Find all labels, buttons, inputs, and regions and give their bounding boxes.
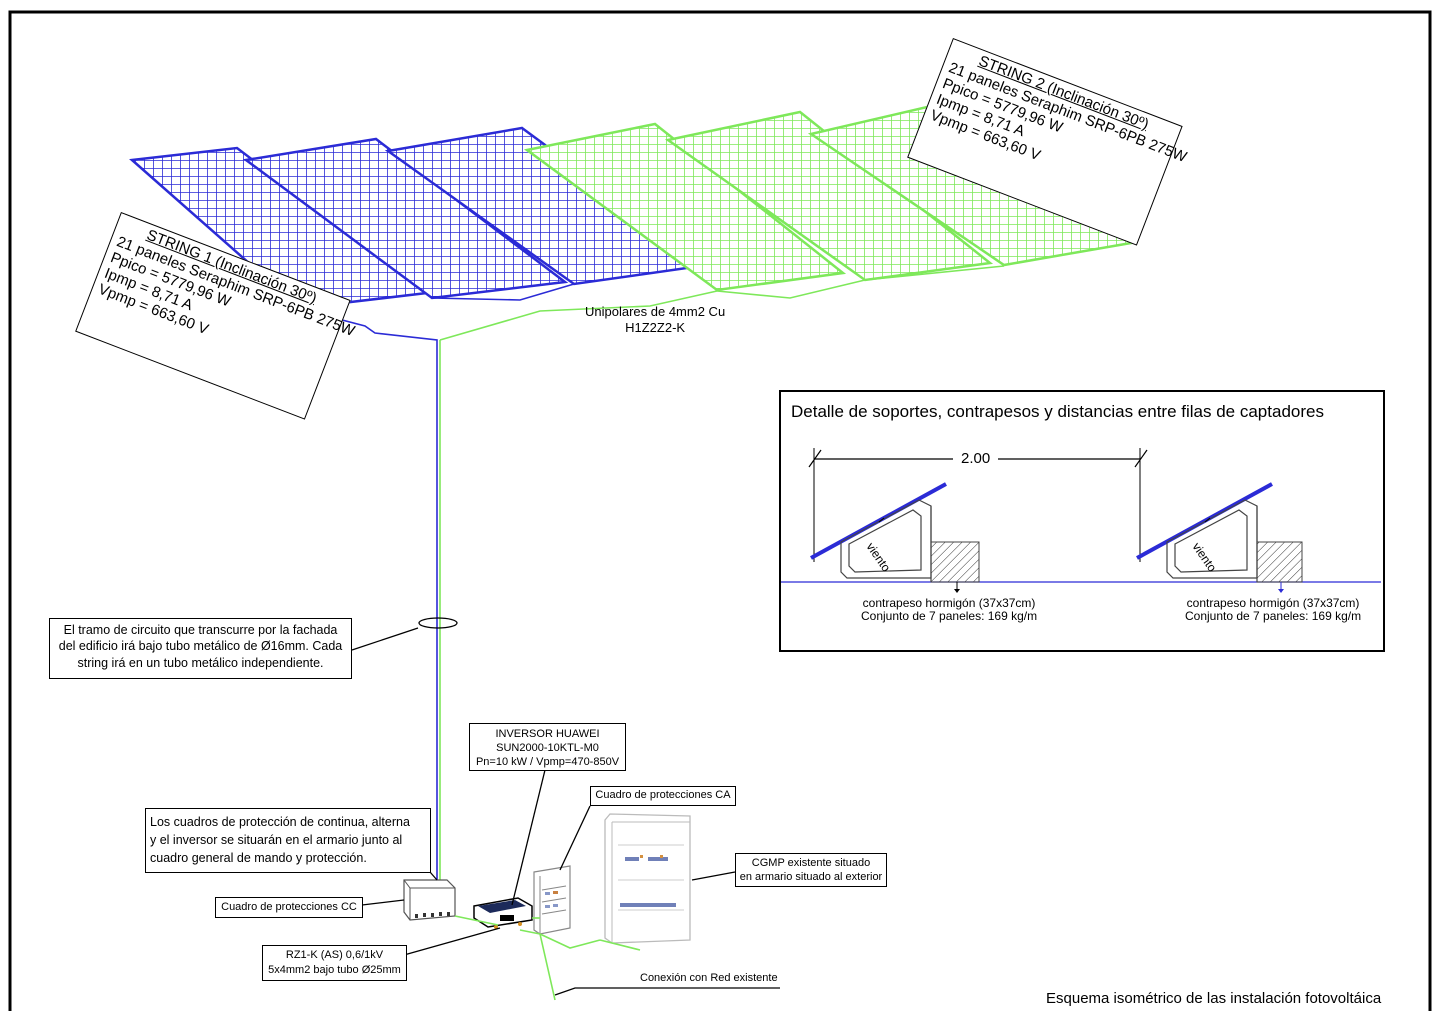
cabinet-note: Los cuadros de protección de continua, a…	[145, 808, 431, 873]
cabinet-note-leader	[429, 871, 438, 881]
facade-note-line1: El tramo de circuito que transcurre por …	[63, 623, 338, 637]
cable-label: Unipolares de 4mm2 Cu H1Z2Z2-K	[585, 304, 725, 337]
facade-note: El tramo de circuito que transcurre por …	[49, 618, 352, 679]
drawing-caption: Esquema isométrico de las instalación fo…	[1046, 990, 1382, 1007]
inverter-label: INVERSOR HUAWEI SUN2000-10KTL-M0 Pn=10 k…	[469, 723, 626, 771]
ca-label: Cuadro de protecciones CA	[590, 786, 736, 806]
detail-title: Detalle de soportes, contrapesos y dista…	[791, 402, 1324, 421]
cable-label-line2: H1Z2Z2-K	[625, 320, 686, 336]
ca-leader	[559, 805, 591, 871]
cabinet-note-line2: y el inversor se situarán en el armario …	[150, 833, 403, 847]
grid-connection-label: Conexión con Red existente	[640, 972, 778, 984]
inverter-leader	[511, 769, 546, 906]
support-detail-panel: Detalle de soportes, contrapesos y dista…	[779, 390, 1385, 652]
facade-leader	[351, 627, 419, 651]
page-border	[8, 10, 1432, 1011]
cc-label: Cuadro de protecciones CC	[215, 897, 363, 918]
rz1k-label: RZ1-K (AS) 0,6/1kV 5x4mm2 bajo tubo Ø25m…	[262, 945, 407, 981]
string2-cabling	[439, 265, 1005, 880]
inverter-graphic	[473, 897, 533, 929]
panel-row-5	[664, 110, 994, 282]
cabinet-note-line1: Los cuadros de protección de continua, a…	[150, 815, 410, 829]
inverter-label-line1: INVERSOR HUAWEI	[495, 728, 600, 740]
support-unit-1	[810, 482, 980, 593]
grid-connection-line	[554, 987, 780, 996]
cc-protection-box-graphic	[403, 879, 456, 921]
cabinet-note-line3: cuadro general de mando y protección.	[150, 851, 367, 865]
string1-cabling	[299, 283, 575, 880]
cgmp-leader	[691, 871, 736, 881]
cc-leader	[361, 899, 405, 906]
rz1k-label-line1: RZ1-K (AS) 0,6/1kV	[285, 949, 384, 961]
counterweight-label-2-line2: Conjunto de 7 paneles: 169 kg/m	[1185, 609, 1362, 623]
support-unit-2	[1136, 482, 1303, 593]
facade-note-line3: string irá en un tubo metálico independi…	[77, 655, 324, 670]
counterweight-label-1: contrapeso hormigón (37x37cm) Conjunto d…	[861, 597, 1037, 623]
inverter-label-line3: Pn=10 kW / Vpmp=470-850V	[475, 756, 620, 768]
cgmp-cabinet-graphic	[604, 813, 691, 944]
rz1k-label-line2: 5x4mm2 bajo tubo Ø25mm	[268, 964, 401, 976]
counterweight-label-1-line2: Conjunto de 7 paneles: 169 kg/m	[861, 609, 1038, 623]
cgmp-label: CGMP existente situado en armario situad…	[735, 853, 887, 887]
ca-cabinet-graphic	[533, 865, 571, 935]
ac-cabling	[454, 915, 641, 1001]
facade-tube-mark	[418, 617, 458, 629]
counterweight-label-2-line1: contrapeso hormigón (37x37cm)	[1186, 596, 1360, 610]
detail-distance-label: 2.00	[961, 450, 991, 467]
panel-row-2	[242, 137, 569, 300]
panel-row-4	[523, 122, 847, 292]
counterweight-label-2: contrapeso hormigón (37x37cm) Conjunto d…	[1185, 597, 1361, 623]
inverter-label-line2: SUN2000-10KTL-M0	[496, 742, 599, 754]
cable-label-line1: Unipolares de 4mm2 Cu	[585, 304, 726, 319]
counterweight-label-1-line1: contrapeso hormigón (37x37cm)	[862, 596, 1036, 610]
detail-drawing	[781, 448, 1381, 593]
facade-note-line2: del edificio irá bajo tubo metálico de Ø…	[58, 639, 343, 654]
rz1k-leader	[403, 927, 501, 956]
cgmp-label-line1: CGMP existente situado	[751, 857, 871, 869]
cgmp-label-line2: en armario situado al exterior	[739, 871, 883, 883]
